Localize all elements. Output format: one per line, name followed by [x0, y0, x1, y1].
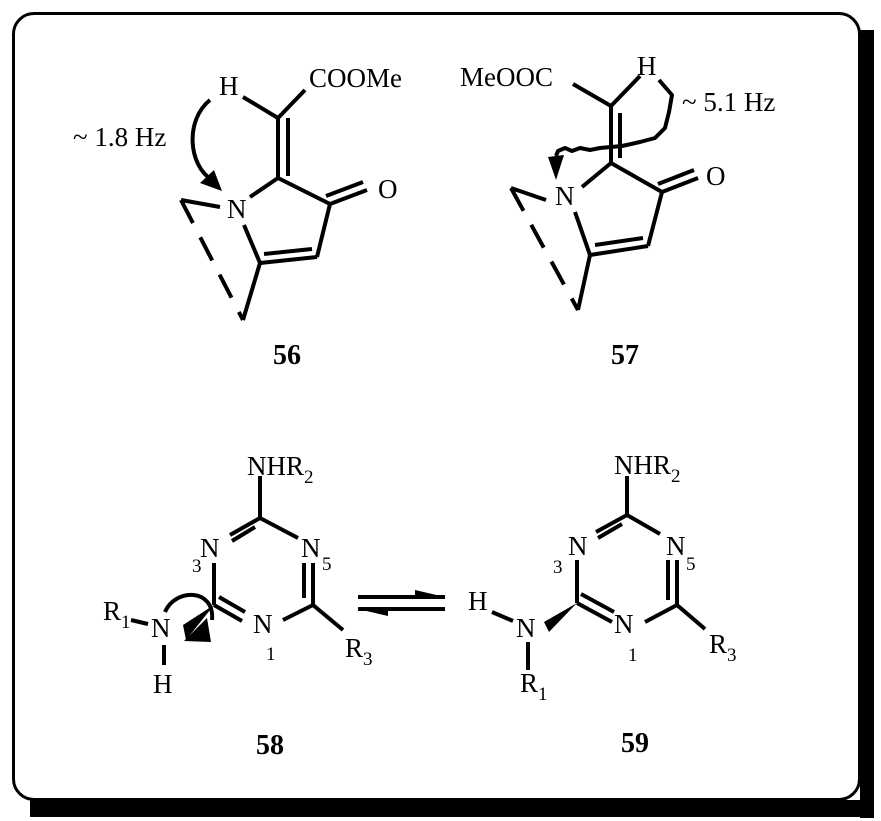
arrowhead-56 [200, 170, 222, 191]
compound-number-58: 58 [256, 730, 284, 761]
coupling-arrow-56 [190, 98, 214, 182]
vinyl-h-57: H [637, 51, 657, 81]
coupling-path-57 [554, 78, 674, 157]
figure-frame [12, 12, 861, 801]
coupling-label-57: ~ 5.1 Hz [682, 87, 775, 117]
nhr-59: NHR2 [614, 450, 681, 487]
compound-58: NHR2 N 3 N 5 N 1 R3 R1 N H 58 [103, 451, 373, 761]
nhr-58: NHR2 [247, 451, 314, 488]
ketone-o-57: O [706, 161, 726, 191]
coupling-label-56: ~ 1.8 Hz [73, 122, 166, 152]
amine-h-59: H [468, 586, 488, 616]
arrowhead-57 [548, 155, 564, 180]
ester-label-56: COOMe [309, 63, 402, 93]
r1-58: R1 [103, 596, 131, 633]
n1-58: N [253, 609, 273, 639]
compound-number-57: 57 [611, 340, 639, 371]
compound-59: NHR2 N 3 N 5 N 1 R3 H N R1 59 [468, 450, 737, 759]
amine-h-58: H [153, 669, 173, 699]
frame-shadow-right [860, 30, 874, 818]
amine-n-58: N [151, 613, 171, 643]
vinyl-h-56: H [219, 71, 239, 101]
n5-59: N [666, 531, 686, 561]
n5-num-59: 5 [686, 554, 696, 575]
n3-58: N [200, 533, 220, 563]
compound-number-59: 59 [621, 728, 649, 759]
n5-num-58: 5 [322, 554, 332, 575]
rotation-arrow-58 [163, 593, 215, 621]
compound-57: MeOOC H O N ~ 5.1 Hz 57 [460, 51, 775, 371]
amine-n-59: N [516, 613, 536, 643]
r3-59: R3 [709, 629, 737, 666]
r1-59: R1 [520, 668, 548, 705]
arrowhead-58 [184, 618, 211, 642]
compound-56: H COOMe O N ~ 1.8 Hz 56 [73, 63, 402, 371]
n3-num-58: 3 [192, 556, 202, 577]
ring-n-56: N [227, 194, 247, 224]
n1-num-58: 1 [266, 644, 276, 665]
ketone-o-56: O [378, 174, 398, 204]
frame-shadow-bottom [30, 800, 874, 817]
n3-59: N [568, 531, 588, 561]
r3-58: R3 [345, 633, 373, 670]
equilibrium-arrow [358, 590, 445, 616]
ester-label-57: MeOOC [460, 62, 553, 92]
compound-number-56: 56 [273, 340, 301, 371]
n1-num-59: 1 [628, 645, 638, 666]
n1-59: N [614, 609, 634, 639]
ring-n-57: N [555, 181, 575, 211]
n3-num-59: 3 [553, 557, 563, 578]
n5-58: N [301, 533, 321, 563]
